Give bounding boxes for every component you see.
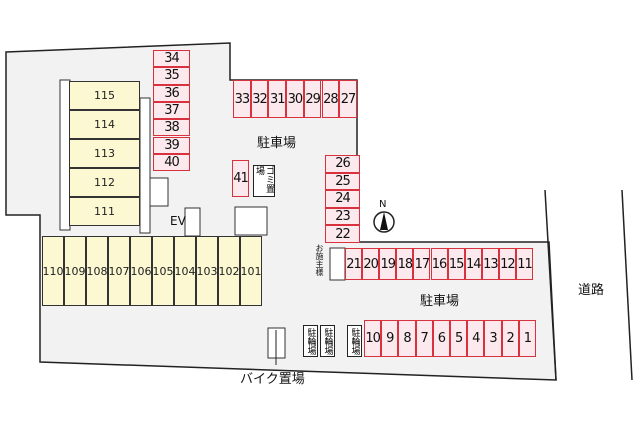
parking-space-24: 24 xyxy=(325,190,360,208)
parking-space-35: 35 xyxy=(153,67,190,85)
parking-lot-label: 駐車場 xyxy=(420,294,460,309)
unit-114: 114 xyxy=(69,110,140,139)
parking-space-22: 22 xyxy=(325,225,360,243)
parking-space-20: 20 xyxy=(362,248,380,280)
parking-space-41: 41 xyxy=(232,160,249,197)
unit-101: 101 xyxy=(240,236,262,306)
parking-space-11: 11 xyxy=(516,248,534,280)
bike-parking-label: バイク置場 xyxy=(240,372,305,387)
elevator-label: EV xyxy=(170,214,186,228)
north-arrow-icon: N xyxy=(379,199,387,210)
owner-space-label: お施主様 xyxy=(315,244,324,276)
parking-space-3: 3 xyxy=(484,320,502,357)
parking-space-13: 13 xyxy=(481,248,499,280)
parking-space-7: 7 xyxy=(415,320,433,357)
parking-space-34: 34 xyxy=(153,50,190,68)
parking-space-4: 4 xyxy=(467,320,485,357)
parking-space-29: 29 xyxy=(303,80,322,118)
parking-space-28: 28 xyxy=(321,80,340,118)
parking-space-32: 32 xyxy=(250,80,269,118)
parking-lot-label: 駐車場 xyxy=(257,136,297,151)
parking-space-10: 10 xyxy=(364,320,382,357)
parking-space-5: 5 xyxy=(450,320,468,357)
parking-space-6: 6 xyxy=(432,320,450,357)
unit-105: 105 xyxy=(152,236,174,306)
parking-space-40: 40 xyxy=(153,153,190,172)
road-label: 道路 xyxy=(578,283,605,298)
parking-space-14: 14 xyxy=(464,248,482,280)
parking-space-12: 12 xyxy=(498,248,516,280)
parking-space-21: 21 xyxy=(345,248,363,280)
parking-space-38: 38 xyxy=(153,119,190,137)
parking-space-30: 30 xyxy=(286,80,304,118)
parking-space-9: 9 xyxy=(381,320,399,357)
parking-space-19: 19 xyxy=(379,248,397,280)
garbage-area: ゴミ置場 xyxy=(253,165,275,197)
parking-space-33: 33 xyxy=(233,80,251,118)
parking-space-1: 1 xyxy=(518,320,536,357)
parking-space-36: 36 xyxy=(153,84,190,102)
bicycle-parking: 駐輪場 xyxy=(303,325,318,357)
unit-109: 109 xyxy=(64,236,86,306)
parking-space-8: 8 xyxy=(398,320,416,357)
unit-106: 106 xyxy=(130,236,152,306)
parking-space-15: 15 xyxy=(447,248,465,280)
bicycle-parking: 駐輪場 xyxy=(320,325,335,357)
parking-space-26: 26 xyxy=(325,155,360,173)
unit-111: 111 xyxy=(69,197,140,226)
unit-107: 107 xyxy=(108,236,130,306)
parking-space-2: 2 xyxy=(501,320,519,357)
unit-115: 115 xyxy=(69,81,140,110)
parking-space-37: 37 xyxy=(153,101,190,120)
parking-space-27: 27 xyxy=(339,80,357,118)
parking-space-39: 39 xyxy=(153,136,190,154)
unit-102: 102 xyxy=(218,236,240,306)
unit-103: 103 xyxy=(196,236,218,306)
parking-space-23: 23 xyxy=(325,207,360,226)
unit-113: 113 xyxy=(69,139,140,168)
unit-108: 108 xyxy=(86,236,108,306)
unit-112: 112 xyxy=(69,168,140,197)
parking-space-18: 18 xyxy=(396,248,414,280)
parking-space-31: 31 xyxy=(268,80,287,118)
parking-space-16: 16 xyxy=(430,248,448,280)
parking-space-17: 17 xyxy=(413,248,431,280)
parking-space-25: 25 xyxy=(325,172,360,191)
unit-110: 110 xyxy=(42,236,64,306)
unit-104: 104 xyxy=(174,236,196,306)
bicycle-parking: 駐輪場 xyxy=(347,325,362,357)
